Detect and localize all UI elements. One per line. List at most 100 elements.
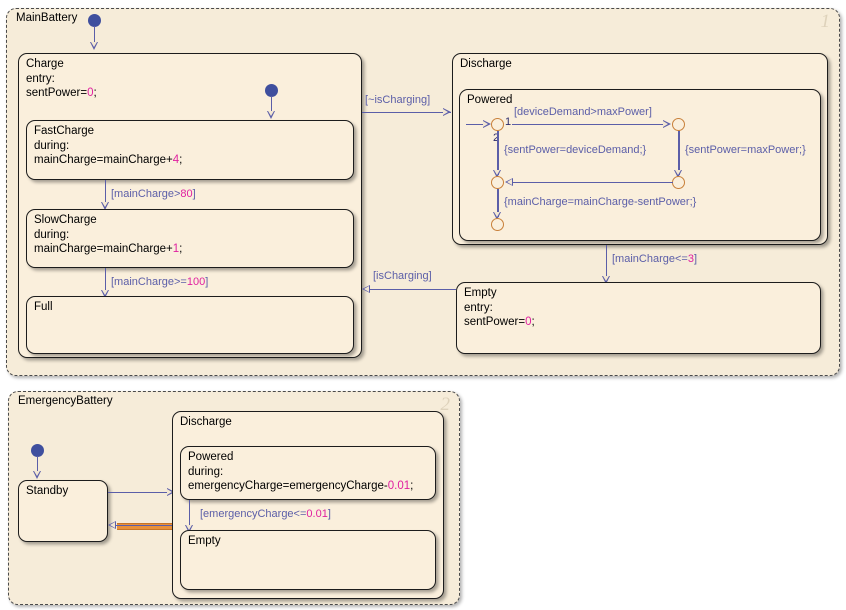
transition-d-to-c-line[interactable] <box>509 182 673 184</box>
state-charge-label: Charge entry: sentPower=0; <box>26 57 97 101</box>
state-charge-line1: Charge <box>26 58 64 70</box>
transition-standby-to-discharge-line[interactable] <box>108 492 171 494</box>
default-transition-arrow-fastcharge <box>267 111 275 119</box>
transition-c-to-e-arrow <box>493 212 501 220</box>
transition-a-to-c-arrow <box>493 170 501 178</box>
transition-b-to-d-line[interactable] <box>678 131 680 175</box>
transition-a-to-b-line[interactable] <box>512 124 667 126</box>
powered-entry-arrow <box>483 120 491 128</box>
default-transition-dot-charge <box>88 14 101 27</box>
default-transition-line-charge <box>94 26 96 44</box>
junction-priority-1-label: 1 <box>505 116 512 128</box>
state-powered[interactable]: Powered <box>459 89 821 241</box>
state-fastcharge-line1: FastCharge <box>34 125 95 137</box>
transition-b-to-d-label: {sentPower=maxPower;} <box>685 144 806 156</box>
junction-b[interactable] <box>672 118 685 131</box>
state-slowcharge-line3a: mainCharge=mainCharge+ <box>34 243 173 256</box>
state-empty-main[interactable]: Empty entry: sentPower=0; <box>456 282 821 354</box>
state-empty-main-line3b: 0 <box>525 316 532 329</box>
junction-priority-2-label: 2 <box>493 132 499 144</box>
transition-eb-powered-to-empty-line[interactable] <box>189 500 191 528</box>
state-empty-main-line2: entry: <box>464 301 493 314</box>
transition-c-to-e-line[interactable] <box>497 189 499 217</box>
chart-emergencybattery-index: 2 <box>440 394 451 415</box>
transition-discharge-to-charge-label: [isCharging] <box>373 270 432 282</box>
transition-standby-to-discharge-arrow <box>167 488 175 496</box>
powered-entry-line <box>466 124 486 126</box>
transition-charge-to-discharge-arrow <box>443 108 451 116</box>
state-slowcharge-line3c: ; <box>179 243 183 256</box>
state-fastcharge-line2: during: <box>34 139 70 152</box>
state-empty-main-line3a: sentPower= <box>464 316 526 329</box>
junction-a[interactable] <box>491 118 504 131</box>
chart-mainbattery-index: 1 <box>820 11 831 32</box>
chart-emergencybattery-name: EmergencyBattery <box>18 395 113 407</box>
junction-e[interactable] <box>491 218 504 231</box>
state-empty-main-line3c: ; <box>531 316 535 329</box>
transition-slow-to-full-line[interactable] <box>105 268 107 292</box>
state-empty-main-line1: Empty <box>464 287 497 299</box>
state-eb-powered-line1: Powered <box>188 451 234 463</box>
transition-powered-to-empty-arrow <box>602 276 610 284</box>
state-eb-powered-line3a: emergencyCharge=emergencyCharge- <box>188 480 388 493</box>
state-powered-label: Powered <box>467 94 513 106</box>
state-eb-powered-line3b: 0.01 <box>387 480 411 493</box>
transition-powered-to-empty-label: [mainCharge<=3] <box>612 253 698 265</box>
transition-discharge-to-charge-arrow <box>362 285 370 293</box>
transition-a-to-c-label: {sentPower=deviceDemand;} <box>504 144 647 156</box>
state-charge-line3a: sentPower= <box>26 87 88 100</box>
default-transition-line-standby <box>37 456 39 473</box>
state-eb-empty[interactable]: Empty <box>180 530 436 590</box>
transition-fast-to-slow-line[interactable] <box>105 180 107 204</box>
transition-a-to-c-line[interactable] <box>497 131 499 175</box>
transition-charge-to-discharge-line[interactable] <box>362 112 451 114</box>
state-fastcharge-line3b: 4 <box>172 154 180 167</box>
transition-b-to-d-arrow <box>674 170 682 178</box>
state-standby-label: Standby <box>26 485 69 497</box>
transition-a-to-b-arrow <box>663 120 671 128</box>
transition-slow-to-full-arrow <box>101 290 109 298</box>
state-eb-empty-label: Empty <box>188 535 221 547</box>
default-transition-arrow-charge <box>90 42 98 50</box>
default-transition-dot-standby <box>31 444 44 457</box>
transition-d-to-c-arrow <box>505 178 513 186</box>
state-slowcharge-line3b: 1 <box>172 243 180 256</box>
state-eb-powered-label: Powered during: emergencyCharge=emergencyC… <box>188 450 413 494</box>
state-fastcharge-line3c: ; <box>179 154 183 167</box>
default-transition-line-fastcharge <box>271 96 273 113</box>
state-slowcharge-line2: during: <box>34 228 70 241</box>
state-empty-main-label: Empty entry: sentPower=0; <box>464 286 535 330</box>
transition-fast-to-slow-label: [mainCharge>80] <box>111 188 196 200</box>
state-full[interactable]: Full <box>26 296 354 354</box>
junction-d[interactable] <box>672 176 685 189</box>
state-discharge-label: Discharge <box>460 58 512 70</box>
transition-discharge-to-standby-line[interactable] <box>112 525 180 527</box>
transition-charge-to-discharge-label: [~isCharging] <box>365 94 431 106</box>
junction-c[interactable] <box>491 176 504 189</box>
state-eb-powered[interactable]: Powered during: emergencyCharge=emergencyC… <box>180 446 436 500</box>
transition-discharge-to-charge-line[interactable] <box>366 289 456 291</box>
transition-eb-powered-to-empty-arrow <box>185 525 193 533</box>
transition-c-to-e-label: {mainCharge=mainCharge-sentPower;} <box>504 196 697 208</box>
state-eb-powered-line3c: ; <box>410 480 414 493</box>
state-eb-discharge-label: Discharge <box>180 416 232 428</box>
state-fastcharge[interactable]: FastCharge during: mainCharge=mainCharge+4… <box>26 120 354 180</box>
chart-mainbattery-name: MainBattery <box>16 12 78 24</box>
state-full-label: Full <box>34 301 53 313</box>
state-charge-line3b: 0 <box>87 87 94 100</box>
state-standby[interactable]: Standby <box>18 480 108 542</box>
default-transition-dot-fastcharge <box>265 84 278 97</box>
transition-eb-powered-to-empty-label: [emergencyCharge<=0.01] <box>200 508 331 520</box>
state-charge-line3c: ; <box>93 87 97 100</box>
state-fastcharge-line3a: mainCharge=mainCharge+ <box>34 154 173 167</box>
state-charge-line2: entry: <box>26 72 55 85</box>
transition-powered-to-empty-line[interactable] <box>606 245 608 278</box>
transition-slow-to-full-label: [mainCharge>=100] <box>111 276 209 288</box>
transition-fast-to-slow-arrow <box>101 202 109 210</box>
default-transition-arrow-standby <box>33 471 41 479</box>
state-eb-powered-line2: during: <box>188 465 224 478</box>
transition-a-to-b-label: [deviceDemand>maxPower] <box>514 106 652 118</box>
